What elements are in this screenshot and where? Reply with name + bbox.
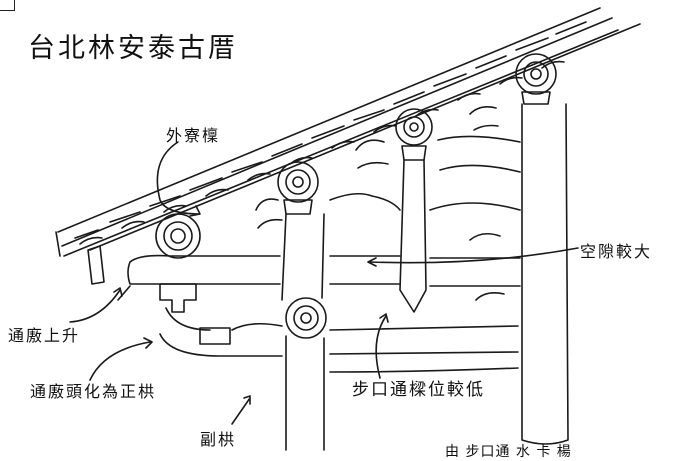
- lower-purlin: [285, 297, 327, 339]
- label-outer-purlin: 外寮檁: [166, 126, 221, 145]
- purlin-3: [515, 53, 557, 105]
- label-larger-gap: 空隙較大: [580, 242, 653, 261]
- diagram-title: 台北林安泰古厝: [28, 33, 238, 64]
- leader-tongdun-raised: [69, 287, 123, 323]
- label-secondary-bracket: 副栱: [200, 430, 237, 449]
- columns: [281, 103, 569, 451]
- secondary-bracket-block: [199, 327, 231, 345]
- column-hanging: [399, 159, 427, 313]
- tongdun-beam: [127, 254, 281, 285]
- outer-purlin: [155, 213, 201, 259]
- leader-larger-gap: [367, 247, 579, 267]
- leader-outer-purlin: [156, 141, 201, 217]
- leader-lines: [69, 141, 579, 425]
- lower-tie: [231, 322, 283, 331]
- purlin-2: [395, 108, 433, 161]
- label-bu-tong-lower: 步口通樑位較低: [352, 380, 485, 400]
- eave-end-block: [87, 245, 105, 285]
- cut-off-frame-corner: [0, 0, 15, 11]
- roof-slope: [55, 7, 641, 257]
- top-tie: [437, 135, 521, 173]
- leader-secondary-bracket: [231, 395, 251, 425]
- label-bottom-partial: 由 步口通 水 卡 楊: [445, 444, 572, 460]
- leader-tongdun-head: [89, 337, 153, 381]
- column-rear: [521, 103, 569, 445]
- tie-beam: [329, 255, 521, 287]
- beams: [127, 135, 521, 373]
- purlin-1: [277, 161, 319, 215]
- leader-bu-tong: [375, 313, 389, 379]
- column-middle: [281, 213, 325, 451]
- tongdun-head-bracket: [159, 283, 197, 313]
- bu-tong-beam: [329, 325, 519, 373]
- upper-tie: [329, 192, 521, 211]
- label-tongdun-raised: 通廒上升: [8, 326, 81, 345]
- bracket-arm: [159, 307, 283, 357]
- label-tongdun-head: 通廒頭化為正栱: [30, 382, 157, 401]
- purlins: [155, 53, 557, 339]
- cloud-brackets: [255, 106, 505, 301]
